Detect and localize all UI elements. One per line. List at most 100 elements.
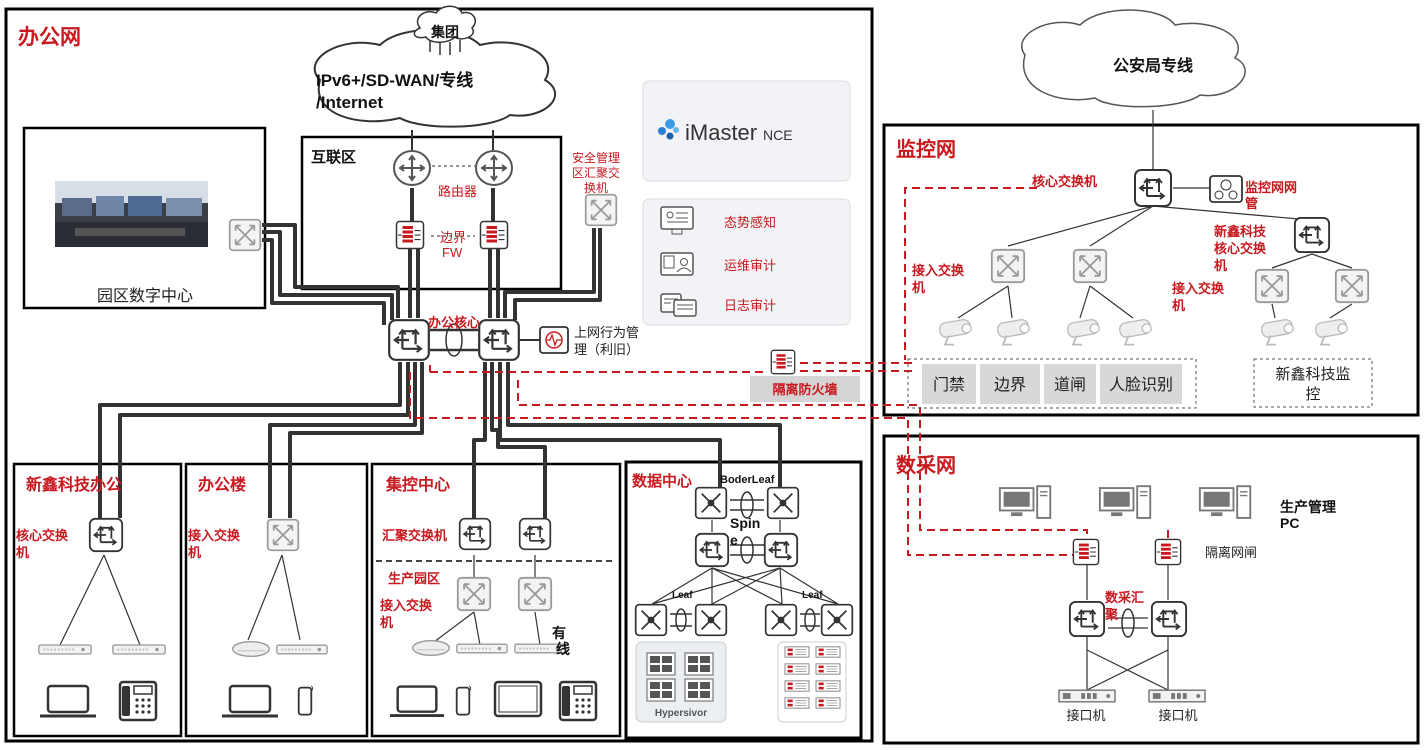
cc-agg-switch-2	[518, 517, 552, 551]
camera-icon	[937, 317, 973, 346]
endpoint-face: 人脸识别	[1109, 376, 1173, 394]
wan-cloud-label-2: /Internet	[316, 93, 383, 112]
wan-cloud-label-1: IPv6+/SD-WAN/专线	[316, 70, 473, 90]
dc-agg-label-1: 数采汇	[1105, 590, 1144, 605]
monitor-nms-label-2: 管	[1245, 196, 1258, 211]
log-audit-icon	[660, 293, 697, 317]
monitor-access-switch-1	[990, 248, 1026, 284]
prod-pc-label-1: 生产管理	[1280, 499, 1336, 515]
xinxin-access-switch-2	[1334, 268, 1370, 304]
dc-agg-label-2: 聚	[1104, 607, 1119, 622]
xinxin-core-label-2: 核心交换	[1214, 241, 1267, 256]
pc-icon	[998, 485, 1052, 519]
zone-datacenter-title: 数据中心	[632, 472, 692, 490]
zone-xinxin-office-title: 新鑫科技办公	[26, 475, 122, 494]
cc-access-label-2: 机	[380, 615, 393, 630]
office-core-label: 办公核心	[428, 315, 480, 330]
laptop-icon	[388, 685, 446, 718]
dc-agg-switch-2	[1150, 600, 1188, 638]
office-core-switch-1	[388, 319, 430, 361]
wan-cloud	[313, 29, 557, 128]
iso-gate-label: 隔离网闸	[1205, 545, 1257, 560]
sec-mgmt-label-2: 区汇聚交	[572, 165, 620, 180]
spine-label-1: Spin	[730, 515, 760, 531]
leaf-label-2: Leaf	[802, 590, 823, 601]
ap-icon	[231, 640, 271, 658]
iface-label-2: 接口机	[1158, 708, 1197, 723]
zone-control-center	[370, 462, 622, 738]
ops-audit-icon	[660, 252, 694, 276]
log-audit-label: 日志审计	[724, 298, 776, 313]
border-fw-1-icon	[395, 220, 425, 250]
imaster-label: iMaster	[685, 120, 757, 145]
security-tools-panel	[642, 198, 851, 326]
sec-mgmt-label-1: 安全管理	[572, 150, 620, 165]
camera-icon	[995, 317, 1031, 346]
behavior-mgmt-icon	[539, 326, 569, 354]
spine-label-2: e	[730, 532, 738, 548]
behavior-label-1: 上网行为管	[574, 325, 639, 340]
isolation-fw-label: 隔离防火墙	[772, 382, 837, 397]
desk-phone-icon	[118, 680, 158, 722]
wired-label-1: 有	[552, 625, 566, 641]
imaster-nce-label: NCE	[763, 127, 793, 143]
monitor-core-switch	[1134, 169, 1172, 207]
flat-switch-icon	[456, 643, 508, 654]
sec-mgmt-label-3: 换机	[584, 181, 608, 195]
vm-group-icon	[684, 678, 714, 702]
leaf-switch-1	[634, 603, 668, 637]
office-core-switch-2	[478, 319, 520, 361]
monitor-nms-label-1: 监控网网	[1245, 180, 1297, 195]
border-fw-label-1: 边界	[440, 230, 466, 245]
xinxin-core-label-3: 机	[1214, 258, 1227, 273]
monitor-nms-icon	[1209, 175, 1243, 203]
monitor-endpoints-box	[907, 358, 1197, 409]
office-bldg-access-label-2: 机	[188, 545, 201, 560]
ops-audit-label: 运维审计	[724, 258, 776, 273]
zone-office-bldg-title: 办公楼	[198, 475, 246, 494]
spine-switch-2	[763, 532, 799, 568]
group-cloud	[413, 5, 476, 43]
cc-access-label-1: 接入交换	[380, 598, 433, 613]
xinxin-core-label-1: 新鑫科技	[1214, 224, 1267, 239]
dc-agg-switch-1	[1068, 600, 1106, 638]
desk-phone-icon	[558, 680, 598, 722]
situation-icon	[660, 206, 694, 235]
office-bldg-access-switch	[266, 518, 300, 552]
laptop-icon	[38, 684, 98, 718]
zone-monitor	[882, 123, 1420, 417]
xinxin-access-label-2: 机	[1172, 298, 1185, 313]
flat-switch-icon	[38, 644, 92, 655]
iso-gate-1-icon	[1072, 538, 1100, 566]
router-2-icon	[474, 149, 514, 187]
zone-office-bldg	[184, 462, 369, 738]
spine-switch-1	[694, 532, 730, 568]
sec-mgmt-switch	[584, 193, 618, 227]
borderleaf-switch-2	[766, 486, 800, 520]
leaf-switch-2	[694, 603, 728, 637]
mobile-icon	[455, 684, 472, 716]
laptop-icon	[220, 684, 280, 718]
police-cloud-label: 公安局专线	[1113, 56, 1193, 75]
wired-label-2: 线	[556, 641, 570, 657]
zone-park-dc-title: 园区数字中心	[97, 287, 193, 305]
imaster-panel	[642, 80, 851, 182]
police-cloud	[1021, 9, 1246, 108]
zone-datacenter	[624, 460, 863, 740]
xinxin-monitor-box	[1253, 358, 1373, 408]
flat-switch-icon	[112, 644, 166, 655]
vm-group-icon	[646, 678, 676, 702]
pc-icon	[1098, 485, 1152, 519]
situation-label: 态势感知	[724, 215, 776, 230]
xinxin-office-core-label-2: 机	[16, 545, 29, 560]
endpoint-gate: 道闸	[1054, 376, 1086, 394]
zone-internet	[300, 135, 563, 291]
cc-access-switch-1	[456, 576, 492, 612]
camera-icon	[1117, 317, 1153, 346]
zone-monitor-title: 监控网	[896, 137, 956, 161]
tablet-icon	[493, 680, 543, 718]
xinxin-office-core-switch	[88, 517, 124, 553]
isolation-fw-label-bg	[750, 376, 860, 402]
cc-prod-label: 生产园区	[388, 571, 440, 586]
border-fw-label-2: FW	[442, 245, 463, 260]
